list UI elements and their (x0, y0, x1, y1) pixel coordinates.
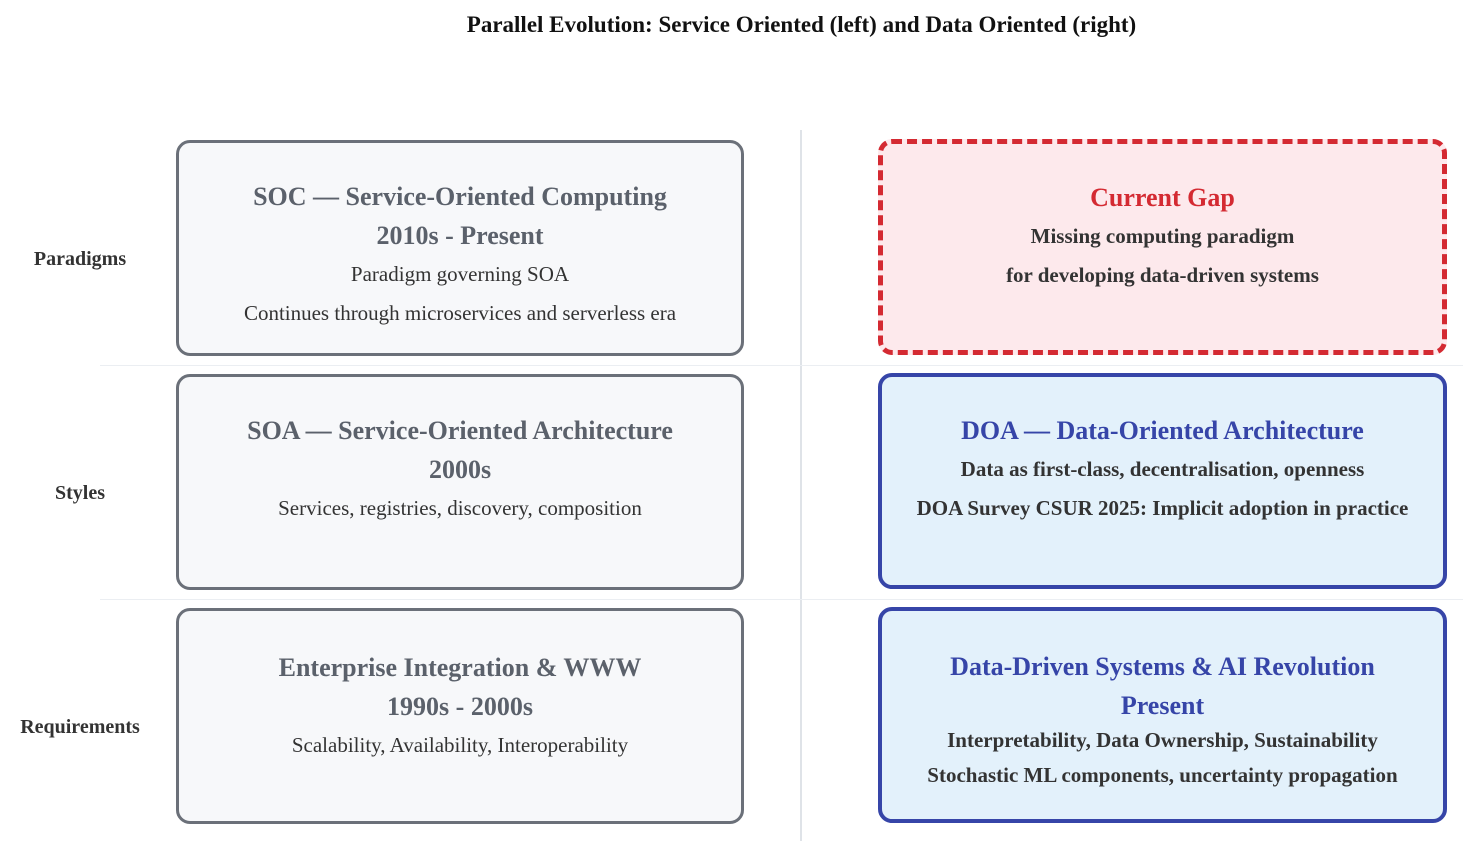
soc-line-1: Paradigm governing SOA (350, 262, 570, 286)
row-label-styles: Styles (55, 482, 105, 504)
gap-line-2: for developing data-driven systems (1006, 263, 1319, 287)
soa-period: 2000s (428, 455, 492, 484)
diagram-title: Parallel Evolution: Service Oriented (le… (466, 12, 1137, 37)
soa-box: SOA — Service-Oriented Architecture 2000… (176, 374, 744, 590)
gap-line-1: Missing computing paradigm (1030, 224, 1295, 248)
doa-title: DOA — Data-Oriented Architecture (961, 416, 1364, 445)
data-driven-box: Data-Driven Systems & AI Revolution Pres… (878, 607, 1447, 823)
dds-line-1: Interpretability, Data Ownership, Sustai… (947, 728, 1378, 752)
doa-line-1: Data as first-class, decentralisation, o… (960, 457, 1365, 481)
soc-box: SOC — Service-Oriented Computing 2010s -… (176, 140, 744, 356)
gap-title: Current Gap (1090, 183, 1235, 212)
doa-line-2: DOA Survey CSUR 2025: Implicit adoption … (916, 496, 1409, 520)
soc-title: SOC — Service-Oriented Computing (253, 182, 667, 211)
dds-period: Present (1120, 691, 1205, 720)
row-label-requirements: Requirements (20, 716, 140, 738)
enterprise-period: 1990s - 2000s (387, 692, 533, 721)
row-divider-1 (100, 365, 1463, 366)
soc-period: 2010s - Present (376, 221, 544, 250)
row-divider-2 (100, 599, 1463, 600)
current-gap-box: Current Gap Missing computing paradigm f… (878, 139, 1447, 355)
enterprise-title: Enterprise Integration & WWW (278, 653, 642, 682)
soa-title: SOA — Service-Oriented Architecture (247, 416, 673, 445)
dds-line-2: Stochastic ML components, uncertainty pr… (927, 763, 1398, 787)
doa-box: DOA — Data-Oriented Architecture Data as… (878, 373, 1447, 589)
enterprise-line-1: Scalability, Availability, Interoperabil… (291, 733, 629, 757)
soc-line-2: Continues through microservices and serv… (243, 301, 677, 325)
column-divider (800, 130, 802, 841)
dds-title: Data-Driven Systems & AI Revolution (950, 652, 1375, 681)
enterprise-box: Enterprise Integration & WWW 1990s - 200… (176, 608, 744, 824)
row-label-paradigms: Paradigms (33, 248, 127, 270)
soa-line-1: Services, registries, discovery, composi… (278, 496, 642, 520)
